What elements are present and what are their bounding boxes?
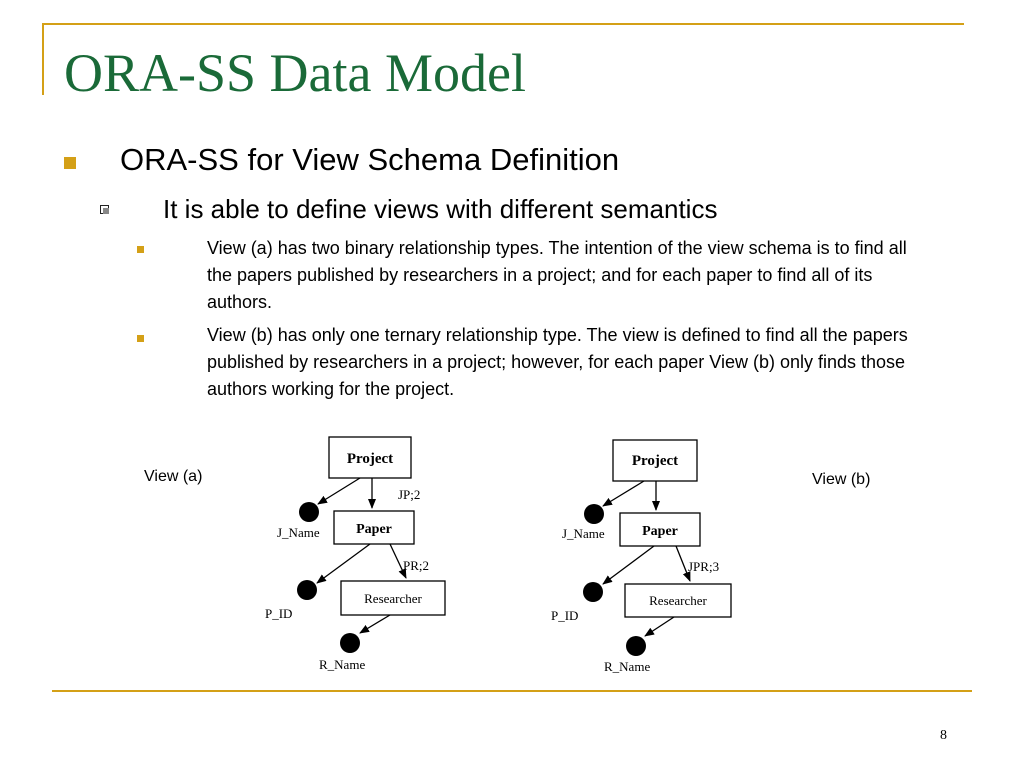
view-a-paper-box: [333, 510, 415, 545]
view-a-paper-researcher-edge: [389, 543, 407, 579]
view-a-jp-label: JP;2: [398, 487, 420, 502]
view-b-project-jname-edge: [602, 480, 645, 507]
view-a-rname-dot: [340, 633, 360, 653]
view-a-researcher-rname-edge: [359, 614, 391, 634]
view-a-project-box: [328, 436, 412, 479]
view-b-label: View (b): [812, 471, 871, 488]
view-b-jname-dot: [584, 504, 604, 524]
view-a-project-text: Project: [347, 451, 393, 467]
view-a-paper-text: Paper: [356, 522, 392, 537]
view-b-rname-label: R_Name: [604, 659, 650, 674]
view-b-project-text: Project: [632, 453, 678, 469]
view-b-researcher-box: [624, 583, 732, 618]
view-b-rname-dot: [626, 636, 646, 656]
page-number: 8: [940, 728, 947, 743]
view-b-paper-text: Paper: [642, 524, 678, 539]
view-a-jname-label: J_Name: [277, 525, 320, 540]
view-a-pid-label: P_ID: [265, 606, 292, 621]
bullet-view-b-description: View (b) has only one ternary relationsh…: [207, 325, 908, 399]
view-b-jpr-label: JPR;3: [688, 559, 719, 574]
view-b-researcher-text: Researcher: [649, 593, 707, 608]
view-b-diagram: Project Paper Researcher J_Name P_ID R_N…: [551, 439, 732, 674]
bullet-view-a-description: View (a) has two binary relationship typ…: [207, 238, 907, 312]
view-a-label: View (a): [144, 468, 203, 485]
bullet-level-2: It is able to define views with differen…: [163, 194, 718, 224]
view-a-pid-dot: [297, 580, 317, 600]
view-a-pr-label: PR;2: [403, 558, 429, 573]
view-a-researcher-text: Researcher: [364, 591, 422, 606]
bullet-hollow-square-icon: [100, 205, 109, 214]
view-a-project-jname-edge: [317, 477, 361, 505]
view-b-paper-box: [619, 512, 701, 547]
view-a-rname-label: R_Name: [319, 657, 365, 672]
view-b-paper-researcher-edge: [675, 545, 691, 582]
bullet-level-1: ORA-SS for View Schema Definition: [120, 142, 620, 177]
view-a-researcher-box: [340, 580, 446, 616]
top-rule: [42, 23, 964, 25]
view-a-jname-dot: [299, 502, 319, 522]
view-b-pid-dot: [583, 582, 603, 602]
bullet-small-square-icon: [137, 246, 144, 253]
slide-title: ORA-SS Data Model: [64, 43, 526, 103]
view-b-jname-label: J_Name: [562, 526, 605, 541]
bullet-square-icon: [64, 157, 76, 169]
view-b-paper-pid-edge: [602, 545, 655, 585]
view-a-paper-pid-edge: [316, 543, 371, 584]
left-rule: [42, 23, 44, 95]
bullet-small-square-icon: [137, 335, 144, 342]
view-b-project-box: [612, 439, 698, 482]
bottom-rule: [52, 690, 972, 692]
view-b-pid-label: P_ID: [551, 608, 578, 623]
view-a-diagram: Project Paper Researcher J_Name P_ID R_N…: [265, 436, 446, 672]
view-b-researcher-rname-edge: [644, 616, 675, 637]
